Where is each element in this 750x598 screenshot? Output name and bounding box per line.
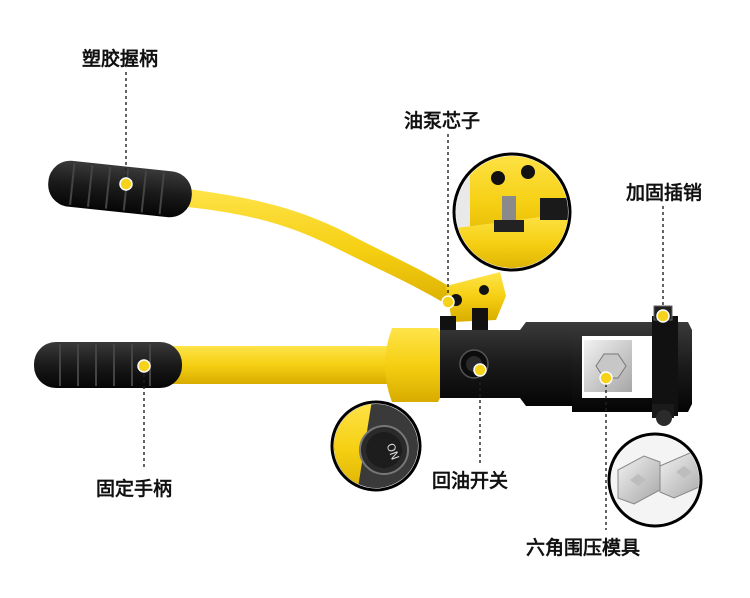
callout-dot-pin — [656, 309, 670, 323]
label-pump-core: 油泵芯子 — [404, 110, 481, 132]
label-oil-return-switch: 回油开关 — [432, 470, 509, 492]
callout-dot-grip — [119, 177, 133, 191]
callout-dot-oil-switch — [473, 363, 487, 377]
label-fixed-handle: 固定手柄 — [96, 478, 173, 500]
callout-dot-pump-core — [441, 295, 455, 309]
callout-dot-die — [599, 371, 613, 385]
pump-housing — [440, 322, 574, 406]
fixed-handle-grip — [34, 342, 182, 388]
switch-on-text: ON — [384, 441, 402, 461]
cylinder-body — [385, 328, 444, 402]
label-reinforced-pin: 加固插销 — [626, 182, 703, 204]
pump-core-inset — [452, 152, 572, 272]
pump-lever-bracket — [446, 272, 506, 322]
label-hex-crimp-die: 六角围压模具 — [526, 537, 641, 559]
callout-dot-fixed-handle — [137, 359, 151, 373]
plastic-grip — [48, 160, 192, 218]
hex-die-inset — [607, 432, 703, 528]
label-plastic-grip: 塑胶握柄 — [82, 48, 159, 70]
moving-handle-tube — [178, 188, 470, 314]
leader-lines — [125, 72, 664, 530]
fixed-handle-tube — [172, 346, 402, 384]
oil-switch-inset: ON — [330, 400, 422, 492]
